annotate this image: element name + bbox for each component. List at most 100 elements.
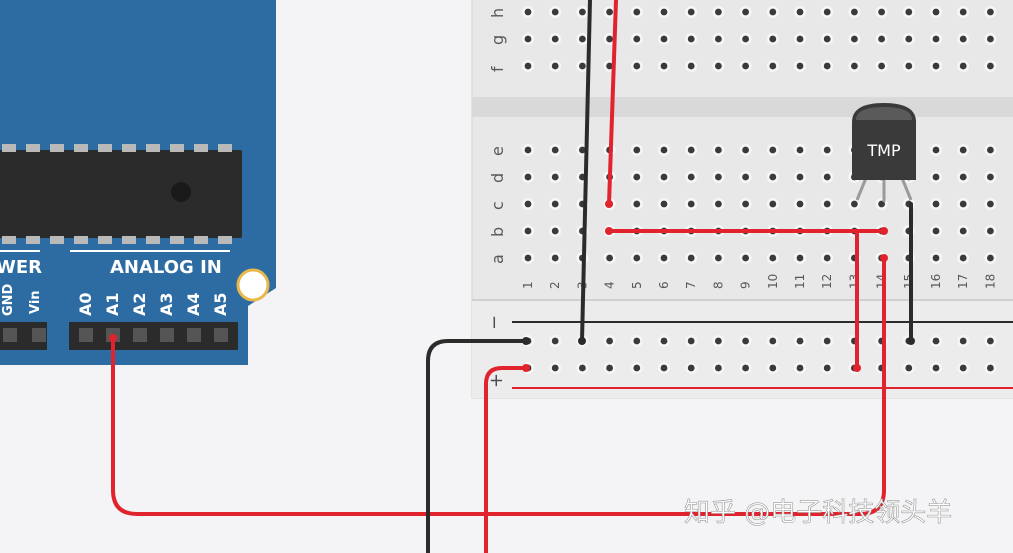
- breadboard-hole: [524, 200, 532, 208]
- breadboard-hole: [579, 8, 586, 16]
- breadboard-hole: [769, 364, 777, 372]
- breadboard-hole: [633, 173, 641, 181]
- breadboard-hole: [742, 337, 749, 345]
- breadboard-hole: [823, 364, 831, 372]
- column-number: 7: [684, 281, 698, 289]
- wires: [111, 0, 913, 553]
- rail-plus-sign: +: [486, 373, 507, 388]
- column-number: 16: [929, 274, 943, 289]
- sensor-top-highlight: [856, 107, 912, 120]
- breadboard-hole: [660, 173, 668, 181]
- pin-label-gnd: GND: [1, 283, 16, 316]
- breadboard-hole: [959, 227, 967, 235]
- breadboard-hole: [796, 8, 804, 16]
- breadboard-hole: [987, 200, 994, 208]
- header-socket: [3, 328, 17, 342]
- breadboard-hole: [823, 146, 831, 154]
- breadboard-hole: [715, 337, 722, 345]
- breadboard-hole: [823, 35, 831, 43]
- endpoint: [109, 334, 117, 342]
- breadboard-hole: [796, 35, 804, 43]
- breadboard-hole: [987, 35, 994, 43]
- chip-pin: [146, 144, 160, 152]
- column-number: 17: [956, 274, 970, 289]
- breadboard-hole: [633, 8, 641, 16]
- header-socket: [32, 328, 46, 342]
- breadboard-hole: [687, 62, 695, 70]
- chip-pin: [194, 236, 208, 244]
- breadboard-hole: [633, 200, 641, 208]
- breadboard-hole: [769, 173, 777, 181]
- breadboard-hole: [878, 62, 885, 70]
- breadboard-rail-area: [472, 300, 1013, 398]
- wire-ground-black: [426, 339, 528, 553]
- column-number: 13: [847, 274, 861, 289]
- column-number: 6: [657, 281, 671, 289]
- header-socket: [187, 328, 201, 342]
- breadboard-hole: [715, 200, 722, 208]
- breadboard-hole: [823, 8, 831, 16]
- breadboard-hole: [579, 35, 586, 43]
- breadboard-hole: [932, 62, 940, 70]
- column-number: 5: [630, 281, 644, 289]
- breadboard-hole: [660, 35, 668, 43]
- breadboard-hole: [660, 364, 668, 372]
- chip-pin: [26, 236, 40, 244]
- breadboard-hole: [551, 254, 559, 262]
- breadboard-hole: [715, 35, 722, 43]
- pin-label-vin: Vin: [28, 290, 43, 314]
- breadboard-hole: [524, 35, 532, 43]
- chip-pin: [194, 144, 208, 152]
- breadboard-hole: [959, 173, 967, 181]
- row-letter-f: f: [488, 66, 507, 72]
- breadboard-hole: [687, 8, 695, 16]
- chip-pin: [218, 144, 232, 152]
- breadboard-hole: [796, 254, 804, 262]
- breadboard-hole: [524, 8, 532, 16]
- breadboard-hole: [987, 173, 994, 181]
- breadboard-hole: [987, 364, 994, 372]
- breadboard-hole: [878, 200, 885, 208]
- chip-pin: [50, 236, 64, 244]
- breadboard-hole: [606, 35, 613, 43]
- breadboard-hole: [524, 173, 532, 181]
- breadboard-hole: [959, 8, 967, 16]
- column-number: 8: [711, 281, 725, 289]
- header-sockets: [3, 328, 228, 342]
- row-letter-a: a: [488, 254, 507, 264]
- breadboard-hole: [932, 254, 940, 262]
- column-number: 1: [521, 281, 535, 289]
- breadboard-hole: [932, 173, 940, 181]
- breadboard-hole: [959, 337, 967, 345]
- breadboard-hole: [633, 146, 641, 154]
- endpoint: [880, 227, 888, 235]
- breadboard-hole: [524, 146, 532, 154]
- chip-pin: [170, 236, 184, 244]
- pin-label-a5: A5: [211, 292, 230, 316]
- breadboard-hole: [796, 337, 804, 345]
- chip-pin: [170, 144, 184, 152]
- endpoint: [522, 364, 530, 372]
- breadboard-hole: [769, 337, 777, 345]
- breadboard-hole: [715, 254, 722, 262]
- chip-pin: [2, 236, 16, 244]
- breadboard-hole: [551, 146, 559, 154]
- breadboard-hole: [551, 62, 559, 70]
- breadboard-hole: [633, 254, 641, 262]
- breadboard-hole: [579, 364, 586, 372]
- breadboard-hole: [823, 62, 831, 70]
- breadboard-center-channel: [472, 97, 1013, 117]
- column-number: 2: [548, 281, 562, 289]
- breadboard-hole: [769, 146, 777, 154]
- breadboard-hole: [524, 254, 532, 262]
- breadboard-hole: [606, 8, 613, 16]
- breadboard-hole: [796, 62, 804, 70]
- breadboard-hole: [823, 173, 831, 181]
- sensor-body: [852, 103, 916, 180]
- wire-endpoints: [109, 200, 915, 372]
- breadboard-hole: [932, 35, 940, 43]
- chip-pin: [218, 236, 232, 244]
- breadboard-hole: [987, 8, 994, 16]
